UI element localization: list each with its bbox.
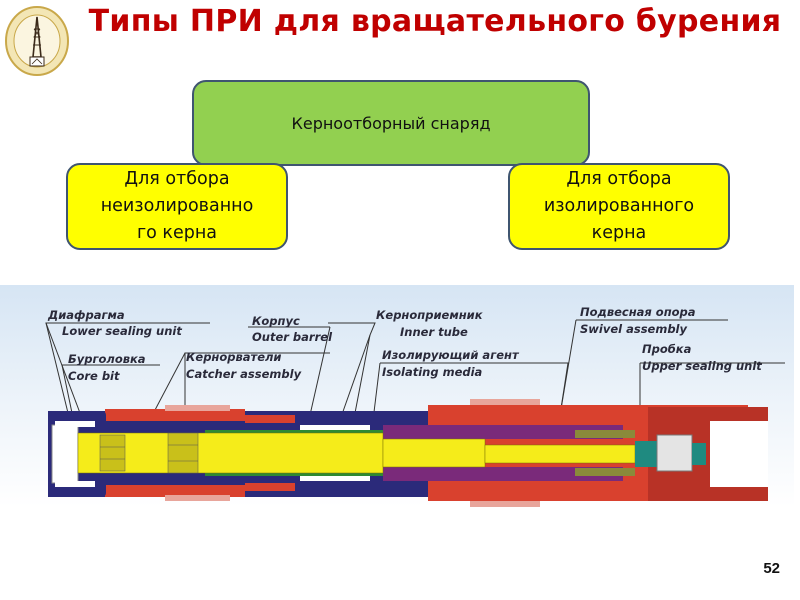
non-isolated-line-1: Для отбора xyxy=(124,169,230,189)
core-bit-throat xyxy=(51,424,79,484)
outer-barrel-section xyxy=(105,485,245,497)
outer-barrel-section xyxy=(245,483,295,491)
label-en-swivel: Swivel assembly xyxy=(580,322,687,336)
upper-sealing-plug xyxy=(635,441,657,467)
core-barrel-diagram: Диафрагма Lower sealing unit Бурголовка … xyxy=(0,285,794,507)
annulus-gap xyxy=(300,473,370,481)
annulus-gap xyxy=(300,425,370,433)
plug-body xyxy=(656,434,693,472)
label-en-catcher: Catcher assembly xyxy=(186,367,302,381)
department-logo xyxy=(4,5,70,77)
isolating-media-core xyxy=(382,438,486,468)
stabilizer-pad xyxy=(470,501,540,507)
upper-sub-bore xyxy=(710,421,768,487)
stabilizer-pad xyxy=(165,495,230,501)
label-en-core-bit: Core bit xyxy=(68,369,120,383)
root-box-label: Керноотборный снаряд xyxy=(291,113,491,133)
label-ru-core-bit: Бурголовка xyxy=(68,352,146,366)
label-ru-plug: Пробка xyxy=(642,342,692,356)
core-barrel-body xyxy=(48,399,768,507)
label-ru-diaphragm: Диафрагма xyxy=(47,308,125,322)
label-ru-catcher: Кернорватели xyxy=(186,350,282,364)
isolated-line-2: изолированного xyxy=(543,196,695,216)
catcher-lower xyxy=(99,434,126,472)
swivel-bearing xyxy=(575,430,635,438)
core-barrel-root-box: Керноотборный снаряд xyxy=(192,80,590,166)
label-en-isolating-media: Isolating media xyxy=(382,365,483,379)
catcher-upper xyxy=(167,432,199,474)
swivel-housing xyxy=(383,467,623,481)
label-ru-inner-tube: Керноприемник xyxy=(376,308,484,322)
label-en-lower-sealing-unit: Lower sealing unit xyxy=(62,324,182,338)
label-ru-outer-barrel: Корпус xyxy=(252,314,300,328)
isolated-core-box: Для отбора изолированного керна xyxy=(508,163,730,250)
isolated-line-1: Для отбора xyxy=(566,169,672,189)
label-en-outer-barrel: Outer barrel xyxy=(252,330,333,344)
label-en-upper-sealing-unit: Upper sealing unit xyxy=(642,359,762,373)
slide-title: Типы ПРИ для вращательного бурения xyxy=(88,4,782,39)
non-isolated-line-3: го керна xyxy=(136,223,218,243)
non-isolated-core-box: Для отбора неизолированно го керна xyxy=(66,163,288,250)
flow-channel xyxy=(55,421,95,427)
inner-tube-upper xyxy=(484,444,636,464)
page-number: 52 xyxy=(763,560,780,577)
plug-tip xyxy=(692,443,706,465)
flow-channel xyxy=(55,481,95,487)
swivel-bearing xyxy=(575,468,635,476)
isolated-line-3: керна xyxy=(591,223,647,243)
outer-barrel-section xyxy=(105,409,245,421)
label-ru-swivel: Подвесная опора xyxy=(580,305,696,319)
label-en-inner-tube: Inner tube xyxy=(400,325,468,339)
stabilizer-pad xyxy=(470,399,540,405)
stabilizer-pad xyxy=(165,405,230,411)
diagram-labels: Диафрагма Lower sealing unit Бурголовка … xyxy=(47,305,762,383)
outer-barrel-section xyxy=(245,415,295,423)
non-isolated-line-2: неизолированно xyxy=(100,196,254,216)
swivel-housing xyxy=(383,425,623,439)
label-ru-isolating-media: Изолирующий агент xyxy=(382,348,520,362)
drilling-rig-emblem-icon xyxy=(5,6,69,76)
inner-tube-core xyxy=(77,432,384,474)
